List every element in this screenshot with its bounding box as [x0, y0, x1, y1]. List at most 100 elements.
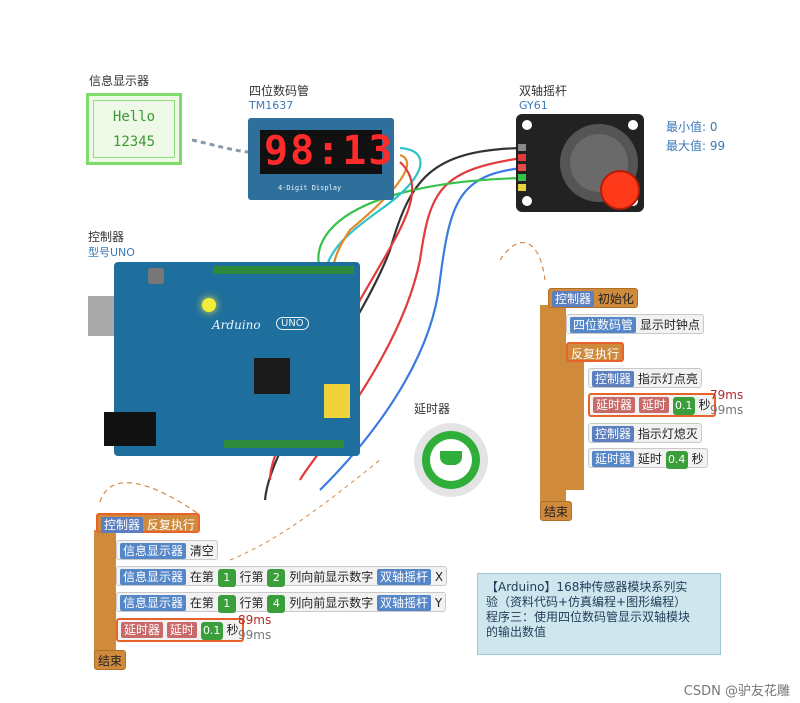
microcontroller-chip	[254, 358, 290, 394]
program-b-block-2[interactable]: 信息显示器 在第 1 行第 2 列向前显示数字 双轴摇杆 X	[116, 566, 448, 587]
joystick-label: 双轴摇杆	[519, 84, 568, 98]
axis-value: X	[434, 570, 444, 584]
delay-word: 延时	[638, 397, 669, 413]
delay-tag: 延时器	[593, 397, 636, 413]
program-b-hat[interactable]: 控制器 反复执行	[96, 513, 200, 533]
joystick-model: GY61	[519, 99, 548, 112]
pin-5v	[518, 154, 526, 161]
col-value[interactable]: 4	[267, 595, 286, 613]
info-line-3: 程序三：使用四位数码管显示双轴模块	[486, 610, 691, 624]
info-line-2: 验（资料代码+仿真编程+图形编程）	[486, 595, 687, 609]
delay-value[interactable]: 0.1	[200, 622, 223, 640]
hat-text: 反复执行	[146, 518, 195, 532]
program-b-delay[interactable]: 延时器 延时 0.1 秒	[116, 618, 244, 642]
wire-cyan	[323, 146, 422, 273]
block-text: 列向前显示数字	[289, 570, 374, 584]
joystick-module[interactable]	[516, 114, 644, 212]
lcd-tag: 信息显示器	[120, 569, 187, 585]
mount-hole	[628, 120, 638, 130]
block-text: 指示灯熄灭	[637, 427, 698, 441]
block-text: 行第	[239, 570, 264, 584]
reset-button[interactable]	[148, 268, 164, 284]
mount-hole	[522, 196, 532, 206]
segment-screen: 98:13	[260, 128, 392, 174]
info-box: 【Arduino】168种传感器模块系列实 验（资料代码+仿真编程+图形编程） …	[477, 573, 721, 655]
delay-word: 延时	[637, 452, 662, 466]
block-text: 指示灯点亮	[637, 372, 698, 386]
joystick-min: 最小值: 0	[666, 120, 718, 134]
lcd-display[interactable]: Hello 12345	[86, 93, 182, 165]
pin-vrx	[518, 164, 526, 171]
program-a-delay-2[interactable]: 延时器 延时 0.4 秒	[588, 448, 708, 469]
delay-label: 延时器	[414, 402, 451, 416]
program-b-block-1[interactable]: 信息显示器 清空	[116, 540, 218, 560]
pin-sw	[518, 184, 526, 191]
mount-hole	[522, 120, 532, 130]
wire-green	[317, 176, 523, 273]
program-a-spine	[540, 305, 566, 510]
joystick-tag: 双轴摇杆	[377, 595, 432, 611]
lcd-frame	[93, 100, 175, 158]
delay-device[interactable]	[414, 423, 488, 497]
program-a-delay-1[interactable]: 延时器 延时 0.1 秒	[588, 393, 716, 417]
axis-value: Y	[434, 596, 443, 610]
program-b-ms-1: 89ms	[238, 613, 272, 627]
watermark: CSDN @驴友花雕	[683, 684, 790, 699]
row-value[interactable]: 1	[217, 569, 236, 587]
wire-orange	[330, 153, 409, 273]
loop-text: 反复执行	[571, 347, 620, 361]
delay-value[interactable]: 0.1	[672, 397, 695, 415]
program-b-ms-2: 99ms	[238, 628, 272, 642]
joystick-handle[interactable]	[600, 170, 640, 210]
lcd-line-1: Hello	[112, 109, 156, 125]
program-a-loop-spine	[566, 360, 584, 490]
controller-label: 控制器	[88, 230, 125, 244]
dashed-link-b	[99, 482, 201, 516]
dashed-link-a	[499, 241, 546, 281]
power-jack	[104, 412, 156, 446]
col-value[interactable]: 2	[267, 569, 286, 587]
program-a-ms-2: 99ms	[710, 403, 744, 417]
program-b-end: 结束	[94, 650, 127, 670]
program-a-hat[interactable]: 控制器 初始化	[548, 288, 638, 308]
board-text: Arduino	[212, 318, 261, 332]
delay-tag: 延时器	[592, 451, 635, 467]
end-text: 结束	[98, 654, 123, 668]
led-array	[324, 384, 350, 418]
wire-blue	[319, 166, 523, 491]
block-text: 在第	[189, 596, 214, 610]
hat-text: 初始化	[597, 292, 634, 306]
row-value[interactable]: 1	[217, 595, 236, 613]
pin-gnd	[518, 144, 526, 151]
delay-value[interactable]: 0.4	[665, 451, 688, 469]
program-a-end: 结束	[540, 501, 573, 521]
controller-tag: 控制器	[552, 291, 595, 307]
wire-dotted	[191, 138, 249, 154]
teacup-icon	[440, 451, 462, 465]
lcd-tag: 信息显示器	[120, 595, 187, 611]
header-pins-bottom	[224, 440, 344, 448]
segment-display[interactable]: 98:13 4-Digit Display	[248, 118, 394, 200]
program-a-block-2[interactable]: 控制器 指示灯点亮	[588, 368, 702, 388]
info-line-4: 的输出数值	[486, 625, 547, 639]
segment-display-model: TM1637	[249, 99, 294, 112]
pin-vry	[518, 174, 526, 181]
program-b-block-3[interactable]: 信息显示器 在第 1 行第 4 列向前显示数字 双轴摇杆 Y	[116, 592, 447, 613]
program-a-block-1[interactable]: 四位数码管 显示时钟点	[566, 314, 704, 334]
program-a-loop[interactable]: 反复执行	[566, 342, 625, 362]
block-text: 显示时钟点	[639, 318, 700, 332]
joystick-max: 最大值: 99	[666, 139, 726, 153]
delay-tag: 延时器	[121, 622, 164, 638]
block-text: 列向前显示数字	[289, 596, 374, 610]
block-text: 在第	[189, 570, 214, 584]
joystick-tag: 双轴摇杆	[377, 569, 432, 585]
controller-tag: 控制器	[101, 517, 144, 533]
lcd-line-2: 12345	[112, 134, 156, 150]
controller-tag: 控制器	[592, 371, 635, 387]
segment-tag: 四位数码管	[570, 317, 637, 333]
segment-display-label: 四位数码管	[249, 84, 310, 98]
program-a-block-4[interactable]: 控制器 指示灯熄灭	[588, 423, 702, 443]
header-pins-top	[214, 266, 354, 274]
controller-tag: 控制器	[592, 426, 635, 442]
board-badge: UNO	[276, 317, 309, 330]
